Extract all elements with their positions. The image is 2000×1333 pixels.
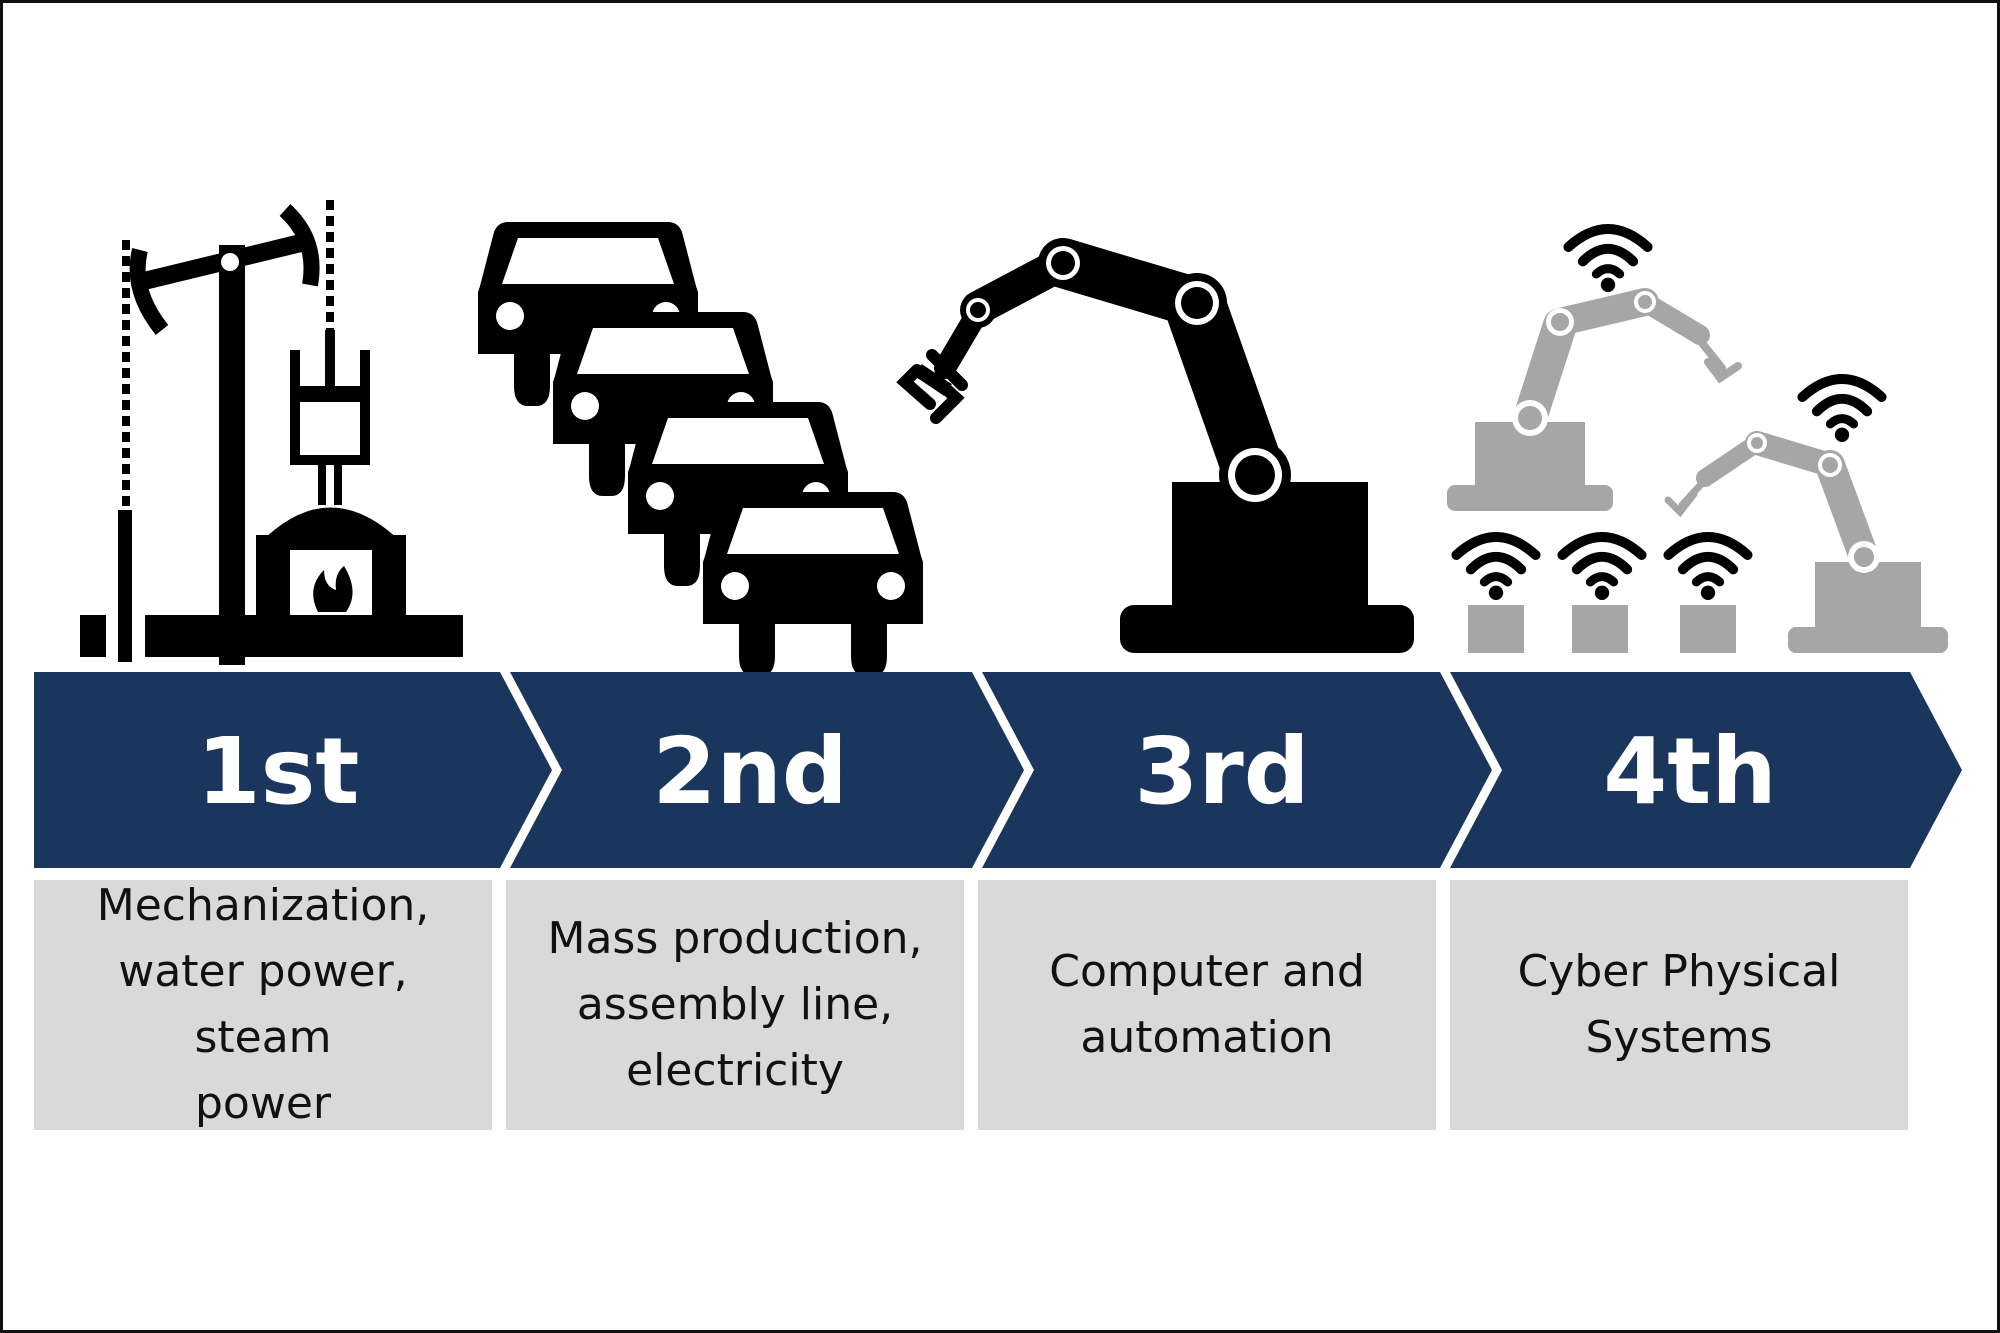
description-line: power	[195, 1078, 331, 1129]
description-line: water power, steam	[118, 946, 408, 1063]
stage-arrow-2nd	[510, 672, 1024, 868]
description-line: automation	[1080, 1012, 1334, 1063]
description-line: electricity	[626, 1045, 844, 1096]
stage-description-1st: Mechanization, water power, steam power	[34, 880, 492, 1130]
description-line: Cyber Physical	[1517, 946, 1841, 997]
stage-label-2nd: 2nd	[652, 718, 847, 825]
connected-robots-icon	[1447, 229, 1948, 653]
stage-description-4th: Cyber Physical Systems	[1450, 880, 1908, 1130]
stage-arrow-band: 1st 2nd 3rd 4th	[34, 672, 1962, 868]
stage-description-3rd: Computer and automation	[978, 880, 1436, 1130]
stage-arrow-4th	[1450, 672, 1962, 868]
steam-engine-icon	[80, 200, 463, 665]
description-line: Mechanization,	[96, 880, 430, 931]
description-line: Computer and	[1049, 946, 1365, 997]
robot-arm-icon	[896, 238, 1414, 653]
stage-label-4th: 4th	[1603, 718, 1777, 825]
description-line: assembly line,	[576, 979, 894, 1030]
stage-label-1st: 1st	[197, 718, 360, 825]
stage-arrow-1st	[34, 672, 552, 868]
stage-arrow-3rd	[982, 672, 1492, 868]
stage-description-2nd: Mass production, assembly line, electric…	[506, 880, 964, 1130]
car-assembly-line-icon	[478, 222, 923, 676]
description-line: Mass production,	[547, 913, 923, 964]
description-line: Systems	[1585, 1012, 1773, 1063]
stage-label-3rd: 3rd	[1134, 718, 1309, 825]
